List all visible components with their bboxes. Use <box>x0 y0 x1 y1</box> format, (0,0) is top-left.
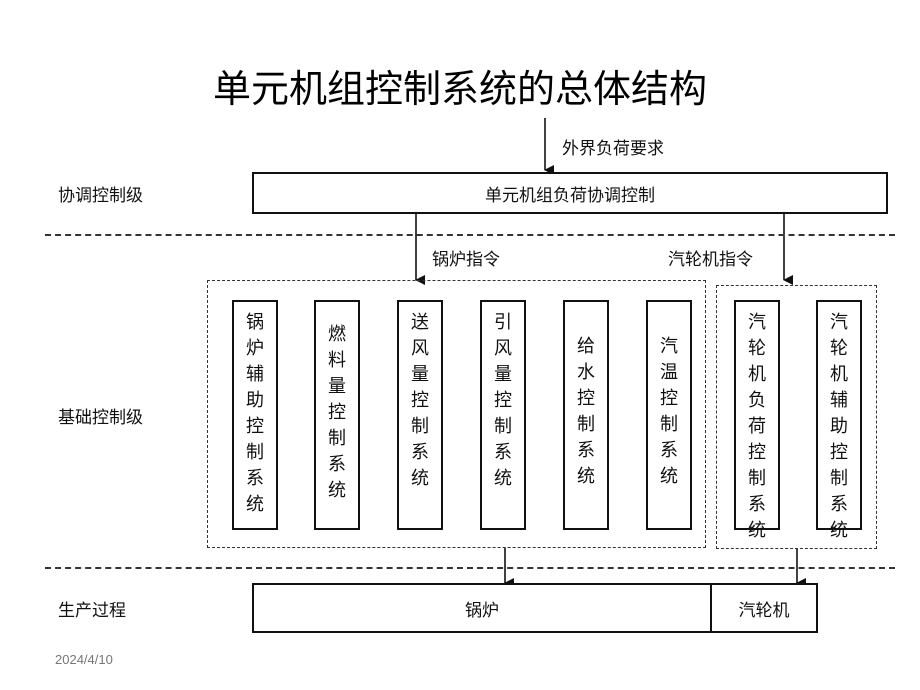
boiler-control-group <box>207 280 706 548</box>
induced-draft-control-label: 引风量控制系统 <box>494 312 512 489</box>
turbine-control-group <box>716 285 877 549</box>
forced-draft-control-label: 送风量控制系统 <box>411 312 429 489</box>
process-turbine-box: 汽轮机 <box>710 583 818 633</box>
coordination-control-box: 单元机组负荷协调控制 <box>252 172 888 214</box>
level-process-label: 生产过程 <box>58 601 126 621</box>
turbine-load-control-system: 汽轮机负荷控制系统 <box>734 300 780 541</box>
feedwater-control-system: 给水控制系统 <box>563 300 609 530</box>
process-boiler-box: 锅炉 <box>252 583 712 633</box>
steam-temp-control-label: 汽温控制系统 <box>660 336 678 487</box>
boiler-command-label: 锅炉指令 <box>432 250 500 270</box>
level-coordination-label: 协调控制级 <box>58 186 143 206</box>
induced-draft-control-system: 引风量控制系统 <box>480 300 526 530</box>
external-demand-label: 外界负荷要求 <box>562 139 664 159</box>
turbine-aux-control-label: 汽轮机辅助控制系统 <box>830 312 848 541</box>
page-title: 单元机组控制系统的总体结构 <box>212 67 707 111</box>
fuel-control-system: 燃料量控制系统 <box>314 300 360 530</box>
fuel-control-label: 燃料量控制系统 <box>328 324 346 501</box>
steam-temp-control-system: 汽温控制系统 <box>646 300 692 530</box>
forced-draft-control-system: 送风量控制系统 <box>397 300 443 530</box>
turbine-load-control-label: 汽轮机负荷控制系统 <box>748 312 766 541</box>
turbine-aux-control-system: 汽轮机辅助控制系统 <box>816 300 862 541</box>
boiler-aux-control-system: 锅炉辅助控制系统 <box>232 300 278 530</box>
feedwater-control-label: 给水控制系统 <box>577 336 595 487</box>
divider-top <box>45 234 895 236</box>
level-basic-label: 基础控制级 <box>58 408 143 428</box>
turbine-command-label: 汽轮机指令 <box>668 250 753 270</box>
slide-date: 2024/4/10 <box>55 652 113 667</box>
boiler-aux-control-label: 锅炉辅助控制系统 <box>246 312 264 515</box>
divider-bottom <box>45 567 895 569</box>
